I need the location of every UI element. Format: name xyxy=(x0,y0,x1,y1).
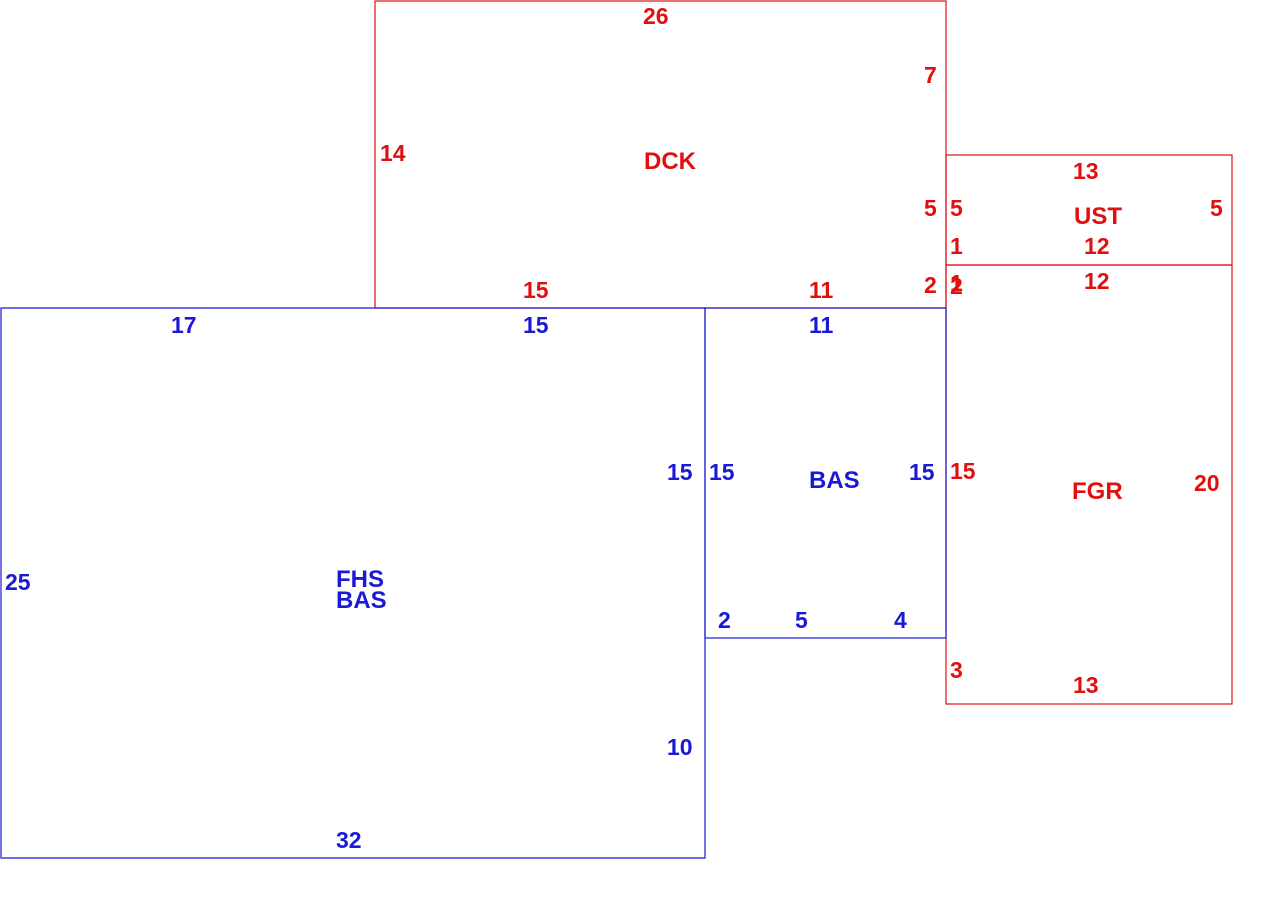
dck-dim-right-mid: 5 xyxy=(924,195,937,221)
bas-addition-dim-bottom-left: 2 xyxy=(718,607,731,633)
ust-label: UST xyxy=(1074,203,1122,230)
ust-dim-bottom: 12 xyxy=(1084,233,1110,259)
ust-dim-left: 5 xyxy=(950,195,963,221)
bas-main-outline xyxy=(0,307,706,859)
bas-addition-outline xyxy=(704,307,947,639)
fgr-dim-left: 15 xyxy=(950,458,976,484)
dck-dim-left: 14 xyxy=(380,140,406,166)
fgr-dim-bottom: 13 xyxy=(1073,672,1099,698)
bas-main-label-line1: FHS xyxy=(336,566,384,593)
dck-label: DCK xyxy=(644,148,697,175)
bas-main-dim-top-right: 15 xyxy=(523,312,549,338)
dck-dim-bottom-left: 15 xyxy=(523,277,549,303)
bas-addition-dim-right: 15 xyxy=(909,459,935,485)
fgr-dim-left-top-b: 2 xyxy=(950,273,963,299)
ust-dim-right: 5 xyxy=(1210,195,1223,221)
fgr-label: FGR xyxy=(1072,478,1123,505)
ust-dim-left-lower: 1 xyxy=(950,233,963,259)
bas-main-dim-left: 25 xyxy=(5,569,31,595)
bas-main-dim-right-lower: 10 xyxy=(667,734,693,760)
bas-main-dim-top-left: 17 xyxy=(171,312,197,338)
fgr-dim-left-top-a: 1 xyxy=(950,270,963,296)
dck-dim-right-upper: 7 xyxy=(924,62,937,88)
bas-main-dim-right-upper: 15 xyxy=(667,459,693,485)
dck-dim-top: 26 xyxy=(643,3,669,29)
fgr-dim-right: 20 xyxy=(1194,470,1220,496)
bas-addition-label: BAS xyxy=(809,467,860,494)
bas-addition-dim-left: 15 xyxy=(709,459,735,485)
bas-addition-dim-bottom-mid: 5 xyxy=(795,607,808,633)
dck-dim-bottom-right: 11 xyxy=(809,277,834,303)
bas-addition-dim-bottom-right: 4 xyxy=(894,607,907,633)
fgr-dim-left-lower: 3 xyxy=(950,657,963,683)
dck-dim-right-lower: 2 xyxy=(924,272,937,298)
bas-main-label-line2: BAS xyxy=(336,587,387,614)
bas-addition-dim-top: 11 xyxy=(809,312,834,338)
bas-main-dim-bottom: 32 xyxy=(336,827,362,853)
fgr-dim-top: 12 xyxy=(1084,268,1110,294)
ust-dim-top: 13 xyxy=(1073,158,1099,184)
